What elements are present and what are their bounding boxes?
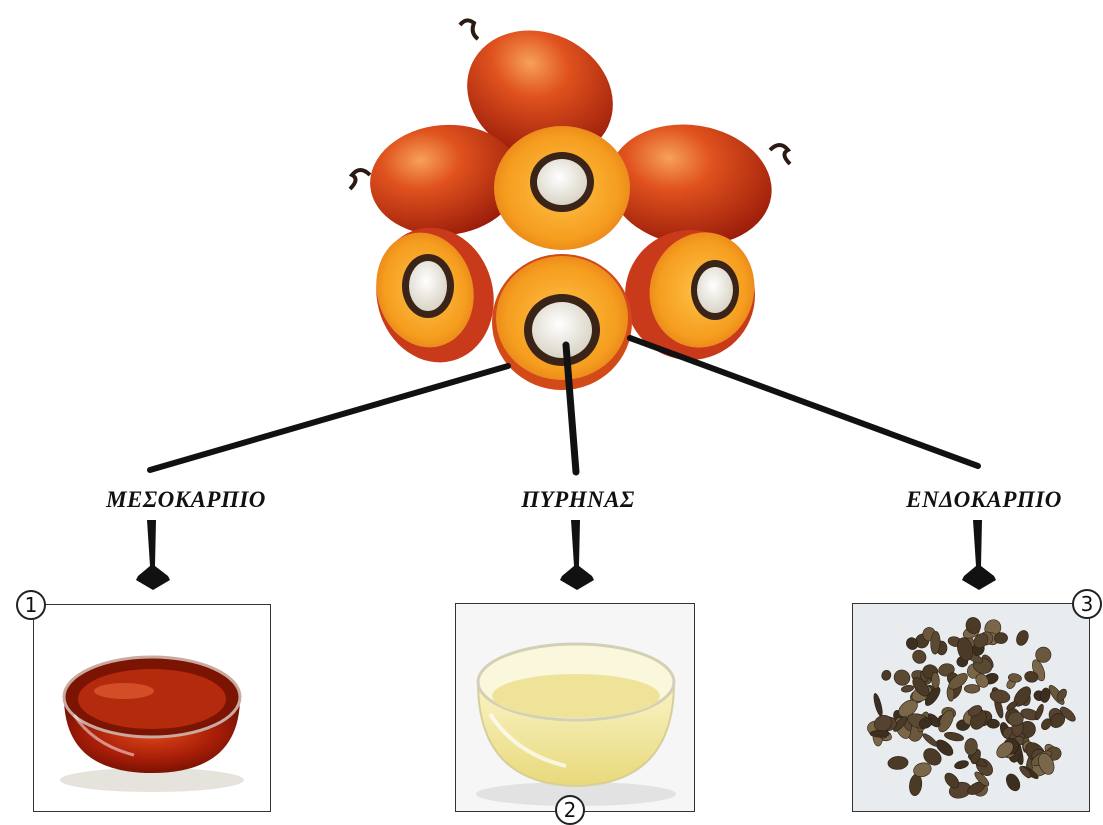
shell-fragment [870,730,889,737]
line-to-mesocarp [150,366,508,470]
palm-shells-image [853,604,1089,811]
panel-endocarp-shells [852,603,1090,812]
arrow-kernel [560,520,594,590]
shell-fragment [964,684,980,693]
arrow-endocarp [962,520,996,590]
badge-1: 1 [16,590,46,620]
label-kernel: ΠΥΡΗΝΑΣ [521,487,635,513]
badge-3: 3 [1072,589,1102,619]
panel-red-palm-oil [33,604,271,812]
badge-2: 2 [555,795,585,825]
label-mesocarp: ΜΕΣΟΚΑΡΠΙΟ [106,487,266,513]
line-to-endocarp [630,338,978,466]
line-to-kernel [566,345,576,472]
arrow-mesocarp [136,520,170,590]
label-endocarp: ΕΝΔΟΚΑΡΠΙΟ [906,487,1062,513]
panel-palm-kernel-oil [455,603,695,812]
